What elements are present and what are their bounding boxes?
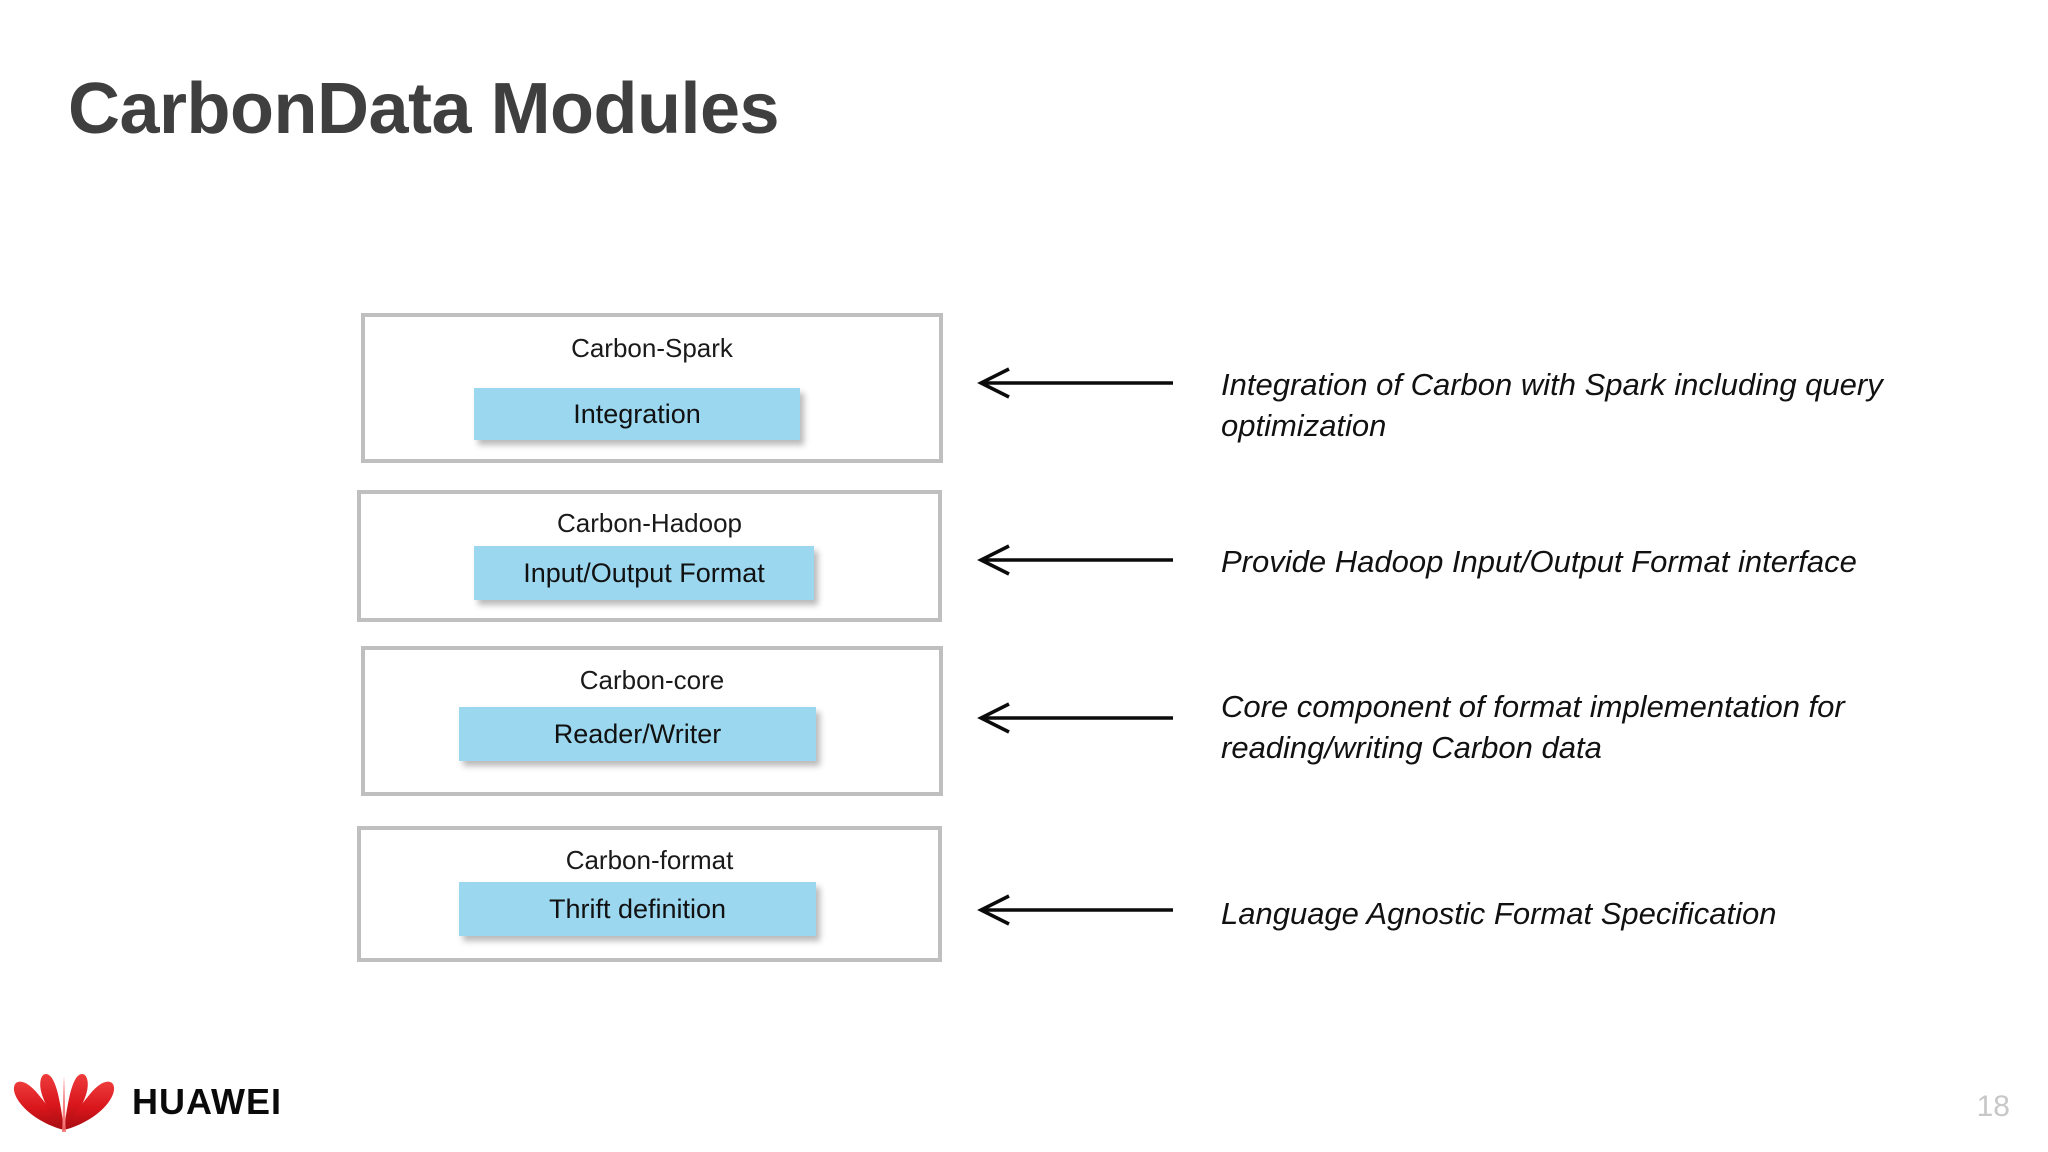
arrow-left-carbon-core — [975, 698, 1175, 738]
module-label-carbon-format: Carbon-format — [565, 845, 734, 875]
module-label-carbon-core: Carbon-core — [579, 665, 725, 695]
component-box-input-output-format[interactable]: Input/Output Format — [474, 546, 814, 600]
page-number: 18 — [1976, 1090, 2010, 1123]
arrow-left-carbon-spark — [975, 363, 1175, 403]
module-box-carbon-core[interactable] — [361, 646, 943, 796]
huawei-flower-icon — [10, 1070, 118, 1134]
component-box-thrift-definition[interactable]: Thrift definition — [459, 882, 816, 936]
component-label-reader-writer: Reader/Writer — [553, 718, 722, 749]
huawei-wordmark: HUAWEI — [132, 1081, 282, 1122]
arrow-left-carbon-hadoop — [975, 540, 1175, 580]
component-box-integration[interactable]: Integration — [474, 388, 800, 440]
component-label-input-output-format: Input/Output Format — [523, 557, 765, 588]
page-title: CarbonData Modules — [68, 69, 780, 149]
module-description-carbon-spark: Integration of Carbon with Spark includi… — [1221, 367, 1883, 444]
component-box-reader-writer[interactable]: Reader/Writer — [459, 707, 816, 761]
component-label-integration: Integration — [573, 398, 701, 429]
module-description-carbon-core: Core component of format implementation … — [1221, 689, 1845, 766]
module-label-carbon-hadoop: Carbon-Hadoop — [556, 508, 742, 538]
module-description-carbon-format: Language Agnostic Format Specification — [1221, 896, 1777, 931]
arrow-left-carbon-format — [975, 890, 1175, 930]
module-description-carbon-hadoop: Provide Hadoop Input/Output Format inter… — [1221, 544, 1857, 579]
huawei-logo: HUAWEI — [10, 1070, 282, 1134]
component-label-thrift-definition: Thrift definition — [548, 893, 727, 924]
module-label-carbon-spark: Carbon-Spark — [571, 333, 733, 363]
